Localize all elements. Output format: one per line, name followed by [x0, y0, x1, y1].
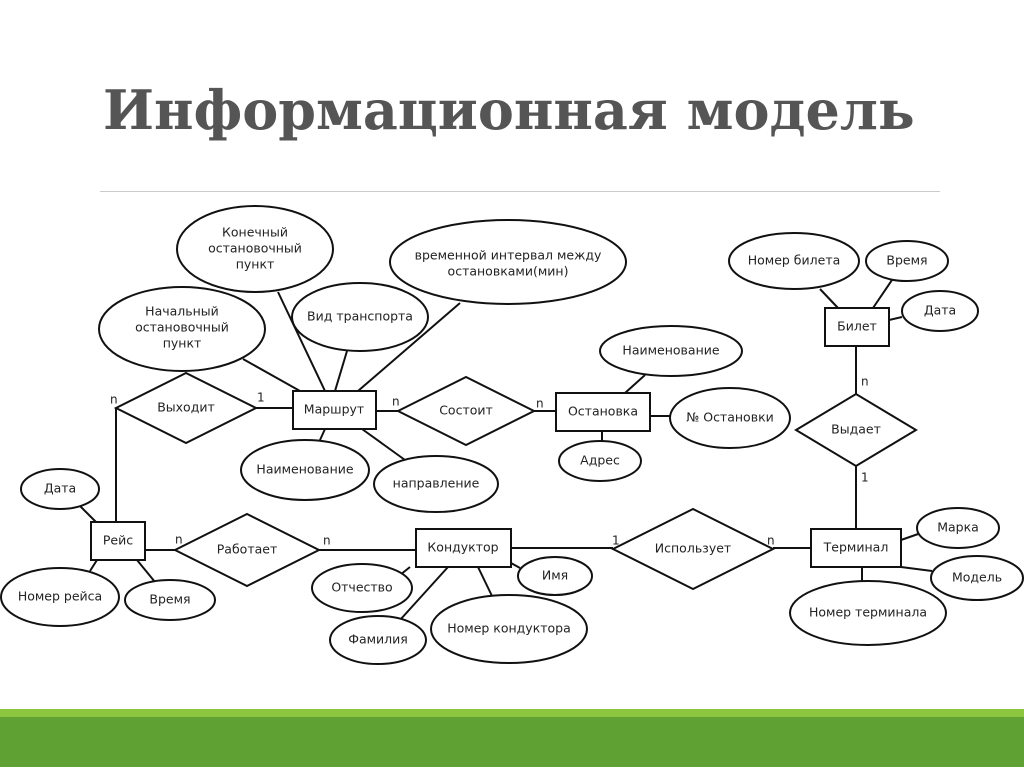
relationship-works[interactable]: Работает	[172, 512, 322, 588]
relationship-label: Выдает	[831, 422, 881, 437]
title-divider	[100, 191, 940, 192]
entity-terminal[interactable]: Терминал	[810, 528, 902, 568]
relationship-uses[interactable]: Использует	[610, 507, 776, 591]
footer-accent-stripe	[0, 709, 1024, 717]
entity-label: Кондуктор	[427, 540, 498, 555]
attr-label: Номер рейса	[18, 589, 102, 604]
entity-route[interactable]: Маршрут	[292, 390, 377, 430]
attr-label: Дата	[44, 481, 76, 496]
cardinality: n	[323, 534, 331, 548]
attr-label: Начальный	[145, 304, 219, 319]
cardinality: n	[536, 397, 544, 411]
attr-route-transport[interactable]: Вид транспорта	[291, 282, 429, 352]
attr-route-start-stop[interactable]: Начальный остановочный пункт	[98, 286, 266, 372]
attr-label: № Остановки	[686, 410, 774, 425]
attr-route-end-stop[interactable]: Конечный остановочный пункт	[176, 205, 334, 293]
attr-label: Фамилия	[348, 632, 408, 647]
attr-terminal-number[interactable]: Номер терминала	[789, 580, 947, 646]
slide-title: Информационная модель	[103, 78, 915, 142]
entity-label: Остановка	[568, 404, 638, 419]
attr-label: Время	[886, 253, 927, 268]
cardinality: 1	[861, 471, 869, 485]
cardinality: n	[392, 395, 400, 409]
attr-stop-address[interactable]: Адрес	[558, 440, 642, 482]
attr-label: Дата	[924, 303, 956, 318]
attr-trip-time[interactable]: Время	[124, 579, 216, 621]
entity-label: Билет	[837, 319, 877, 334]
attr-trip-number[interactable]: Номер рейса	[0, 567, 120, 627]
attr-label: пункт	[236, 257, 275, 272]
attr-ticket-number[interactable]: Номер билета	[728, 232, 860, 290]
attr-conductor-surname[interactable]: Фамилия	[329, 615, 427, 665]
relationship-leaves[interactable]: Выходит	[113, 371, 259, 445]
relationship-label: Использует	[655, 541, 731, 556]
attr-terminal-brand[interactable]: Марка	[916, 507, 1000, 549]
connectors	[79, 279, 933, 621]
cardinality: n	[767, 534, 775, 548]
attr-label: Отчество	[331, 580, 392, 595]
cardinality-labels: n 1 n n n 1 n n 1 n	[110, 375, 869, 548]
attr-label: Номер кондуктора	[447, 621, 571, 636]
entity-label: Терминал	[823, 540, 889, 555]
entity-conductor[interactable]: Кондуктор	[415, 528, 512, 568]
footer-bar	[0, 717, 1024, 767]
attr-trip-date[interactable]: Дата	[20, 468, 100, 510]
attr-label: Время	[149, 592, 190, 607]
cardinality: n	[861, 375, 869, 389]
attr-label: Марка	[937, 520, 979, 535]
attr-label: Модель	[952, 570, 1002, 585]
attr-label: Номер терминала	[809, 605, 927, 620]
attr-conductor-number[interactable]: Номер кондуктора	[430, 594, 588, 664]
cardinality: n	[110, 393, 118, 407]
cardinality: 1	[257, 391, 265, 405]
attr-route-direction[interactable]: направление	[373, 455, 499, 513]
attr-stop-number[interactable]: № Остановки	[669, 387, 791, 449]
entity-label: Рейс	[103, 533, 133, 548]
attr-label: Наименование	[256, 462, 353, 477]
attr-route-name[interactable]: Наименование	[240, 439, 370, 501]
attr-label: остановками(мин)	[448, 264, 569, 279]
attr-label: Номер билета	[748, 253, 841, 268]
attr-label: Адрес	[580, 453, 620, 468]
entity-stop[interactable]: Остановка	[555, 392, 651, 432]
relationship-issues[interactable]: Выдает	[794, 392, 918, 468]
cardinality: 1	[612, 534, 620, 548]
attr-ticket-date[interactable]: Дата	[901, 290, 979, 332]
attr-conductor-name[interactable]: Имя	[517, 556, 593, 596]
attr-label: остановочный	[208, 241, 302, 256]
attr-label: временной интервал между	[415, 248, 602, 263]
relationship-label: Состоит	[439, 403, 493, 418]
attr-terminal-model[interactable]: Модель	[930, 555, 1024, 601]
attr-label: пункт	[163, 336, 202, 351]
entity-ticket[interactable]: Билет	[824, 307, 890, 347]
attr-label: остановочный	[135, 320, 229, 335]
attr-label: направление	[393, 476, 480, 491]
relationship-consists[interactable]: Состоит	[395, 375, 537, 447]
entity-label: Маршрут	[304, 402, 364, 417]
attr-label: Наименование	[622, 343, 719, 358]
relationship-label: Выходит	[157, 400, 215, 415]
relationship-label: Работает	[217, 542, 277, 557]
entity-trip[interactable]: Рейс	[90, 521, 146, 561]
attr-ticket-time[interactable]: Время	[865, 240, 949, 282]
attr-stop-name[interactable]: Наименование	[599, 325, 743, 377]
attr-label: Вид транспорта	[307, 309, 413, 324]
attr-conductor-patronymic[interactable]: Отчество	[311, 563, 413, 613]
cardinality: n	[175, 533, 183, 547]
attr-route-interval[interactable]: временной интервал между остановками(мин…	[389, 219, 627, 305]
attr-label: Имя	[542, 568, 568, 583]
attr-label: Конечный	[222, 225, 288, 240]
